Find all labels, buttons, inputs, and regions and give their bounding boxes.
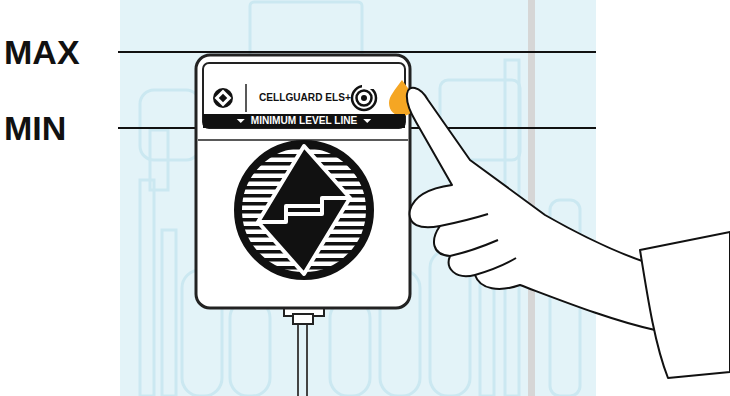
device-housing xyxy=(196,55,410,308)
pointing-hand xyxy=(407,88,730,378)
label-panel-outline xyxy=(203,63,405,128)
max-level-line xyxy=(118,51,596,53)
tank-water xyxy=(120,0,596,396)
emblem xyxy=(236,144,372,278)
minimum-level-bar: MINIMUM LEVEL LINE xyxy=(203,114,405,128)
level-label: MAX xyxy=(4,35,80,69)
divider xyxy=(245,84,247,112)
label-panel: CELLGUARD ELS+ MINIMUM LEVEL LINE xyxy=(203,63,405,128)
level-line-label: MINIMUM LEVEL LINE xyxy=(251,115,358,126)
triangle-marker xyxy=(363,119,371,123)
triangle-marker xyxy=(237,119,245,123)
level-label: MIN xyxy=(4,111,66,145)
tank-rod xyxy=(528,0,535,396)
sensor-icon xyxy=(352,84,376,110)
product-name: CELLGUARD ELS+ xyxy=(259,92,351,103)
brand-logo xyxy=(213,88,233,108)
cable xyxy=(284,306,324,396)
